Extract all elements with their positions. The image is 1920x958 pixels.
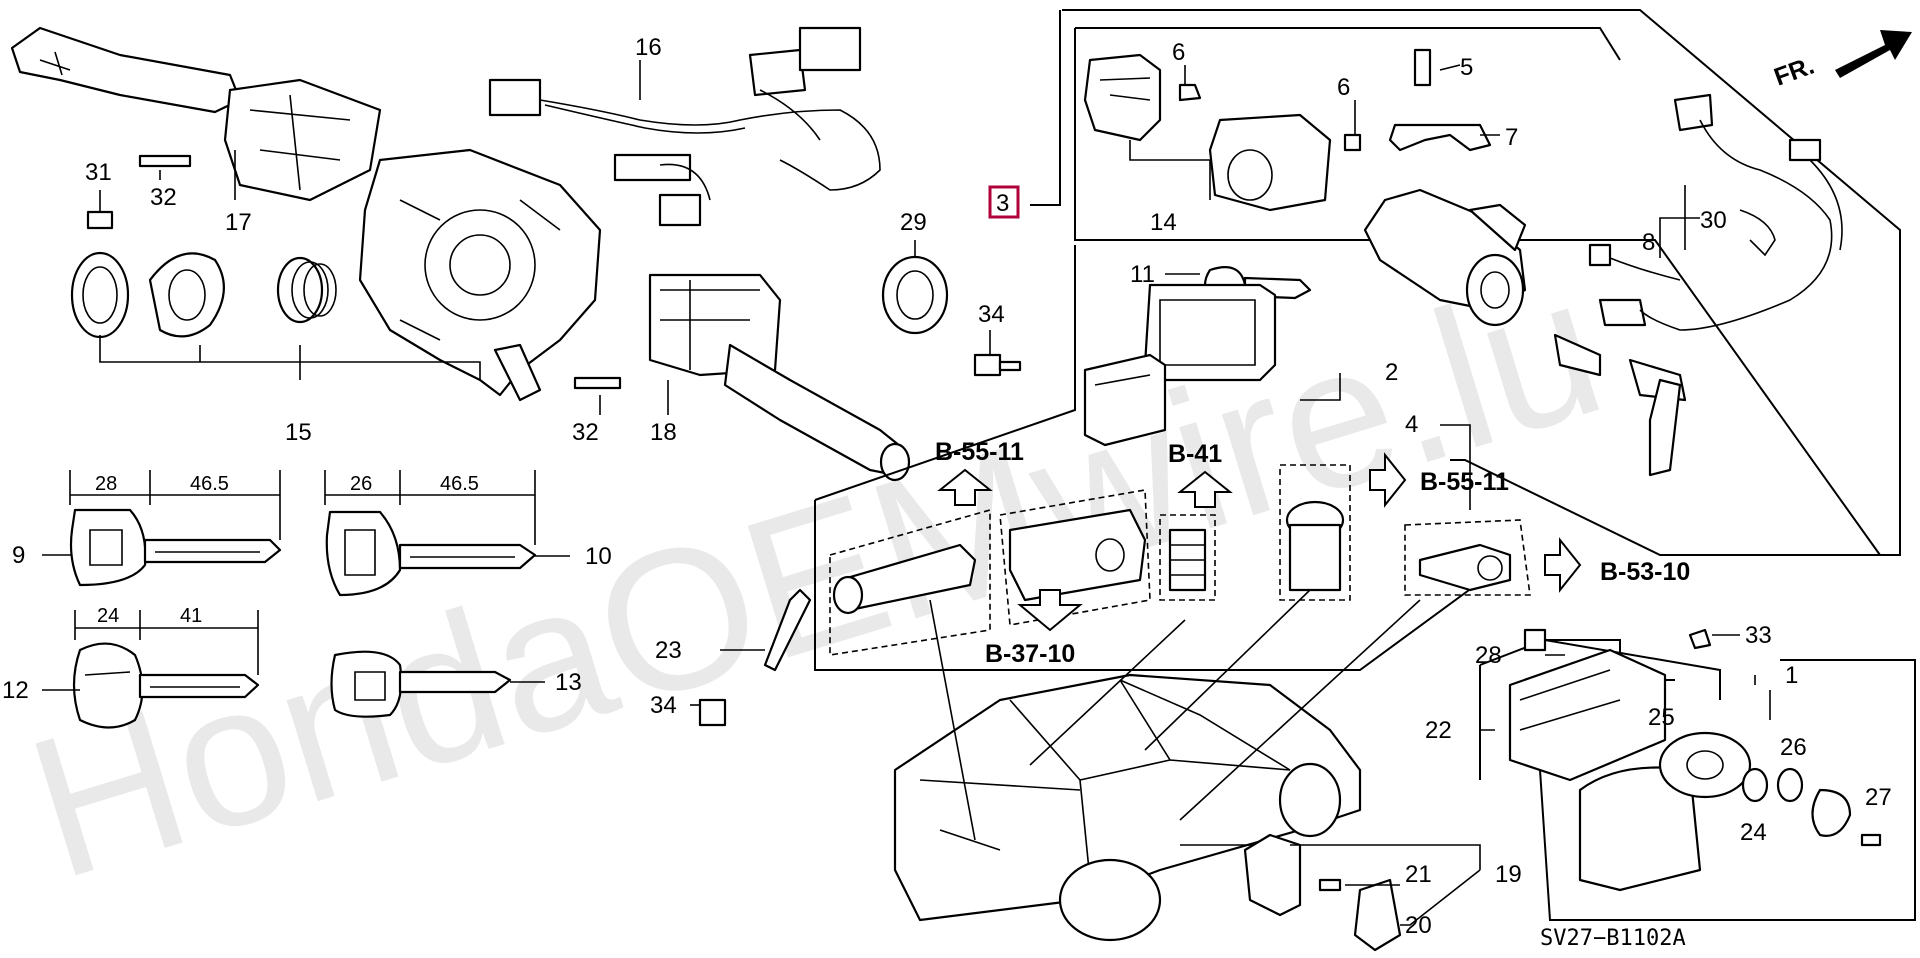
part-label: 29	[900, 209, 927, 236]
assembly-frame	[814, 9, 1901, 671]
bolt	[973, 330, 1022, 377]
part-label: 9	[12, 542, 25, 569]
part-label: 8	[1642, 229, 1655, 256]
part-label: 30	[1700, 207, 1727, 234]
reference-codes: B-55-11 B-41 B-55-11 B-53-10 B-37-10	[935, 438, 1690, 668]
door-switch-group	[1243, 833, 1481, 952]
dimension-label: 28	[95, 473, 117, 495]
immobilizer-group	[1083, 266, 1341, 447]
part-label: 10	[585, 543, 612, 570]
part-number-3: 3	[996, 190, 1009, 217]
reference-code: B-41	[1168, 440, 1222, 468]
part-label: 17	[225, 209, 252, 236]
part-label: 5	[1460, 54, 1473, 81]
key-10	[324, 470, 570, 597]
key-13	[330, 650, 545, 718]
part-label: 13	[555, 669, 582, 696]
front-direction-arrow: FR.	[1770, 30, 1912, 92]
part-label: 7	[1505, 124, 1518, 151]
ignition-cylinder-group	[1083, 48, 1500, 212]
part-label: 22	[1425, 717, 1452, 744]
part-label: 12	[2, 677, 29, 704]
lever-switch	[648, 273, 911, 482]
lock-cylinders	[690, 464, 1531, 727]
part-label: 20	[1405, 912, 1432, 939]
reference-arrows	[937, 452, 1582, 632]
dimension-label: 24	[97, 605, 119, 627]
steering-lock-group	[1363, 93, 1843, 510]
part-label: 27	[1865, 784, 1892, 811]
car-outline	[893, 589, 1421, 942]
part-label: 32	[150, 184, 177, 211]
reference-code: B-55-11	[1420, 468, 1509, 496]
combination-switch-group	[10, 26, 622, 415]
part-label: 21	[1405, 861, 1432, 888]
dimension-label: 26	[350, 473, 372, 495]
part-label: 2	[1385, 359, 1398, 386]
part-labels: 16 17 31 32 32 15 18 29 34 6 6 5 7 14 30…	[2, 34, 1892, 939]
reference-code: B-53-10	[1600, 558, 1690, 586]
part-label: 24	[1740, 819, 1767, 846]
wire-harness	[488, 26, 881, 227]
part-label: 18	[650, 419, 677, 446]
key-dimensions: 28 46.5 26 46.5 24 41	[95, 473, 479, 627]
part-label: 6	[1172, 39, 1185, 66]
dimension-label: 41	[180, 605, 202, 627]
part-label: 31	[85, 159, 112, 186]
diagram-code: SV27−B1102A	[1540, 926, 1686, 951]
part-label: 16	[635, 34, 662, 61]
part-label: 28	[1475, 642, 1502, 669]
key-12	[42, 610, 260, 729]
part-label: 15	[285, 419, 312, 446]
part-label: 32	[572, 419, 599, 446]
key-9	[42, 470, 282, 587]
part-label: 1	[1785, 662, 1798, 689]
part-label: 23	[655, 637, 682, 664]
part-label: 14	[1150, 209, 1177, 236]
part-label: 34	[978, 301, 1005, 328]
dimension-label: 46.5	[440, 473, 479, 495]
part-label: 34	[650, 692, 677, 719]
part-label: 25	[1648, 704, 1675, 731]
bezel-ring	[881, 240, 949, 335]
reference-code: B-55-11	[935, 438, 1024, 466]
fuel-lid-group	[1479, 628, 1916, 921]
reference-code: B-37-10	[985, 640, 1075, 668]
part-label: 26	[1780, 734, 1807, 761]
highlighted-part-label[interactable]: 3	[988, 185, 1020, 219]
part-label: 33	[1745, 622, 1772, 649]
part-label: 11	[1130, 261, 1155, 288]
dimension-label: 46.5	[190, 473, 229, 495]
part-label: 6	[1337, 74, 1350, 101]
part-label: 19	[1495, 861, 1522, 888]
front-label: FR.	[1770, 52, 1817, 92]
part-label: 4	[1405, 411, 1418, 438]
